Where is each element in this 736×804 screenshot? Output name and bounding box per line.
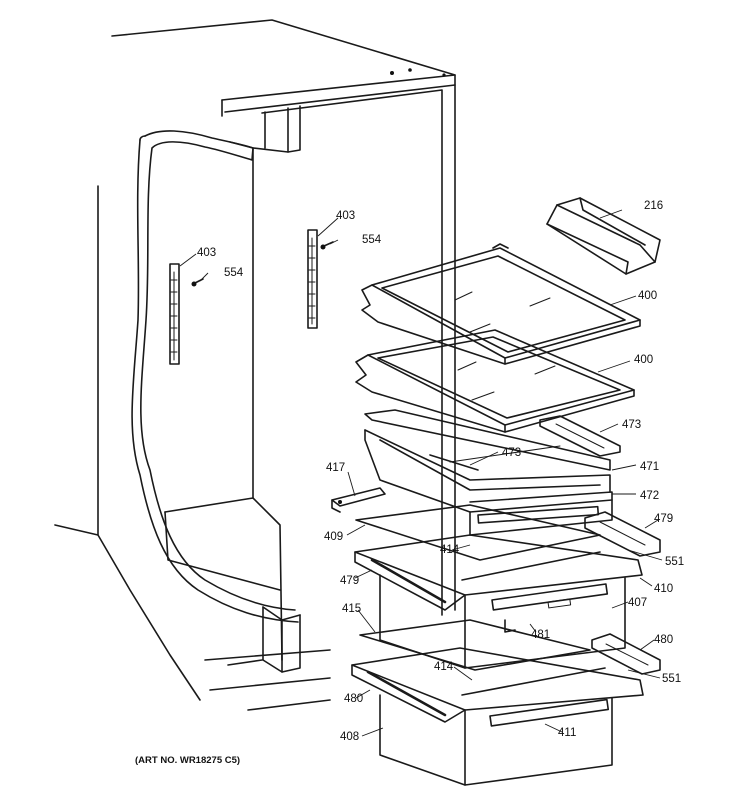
callout-403-left: 403 bbox=[197, 247, 216, 259]
slide-rail-417 bbox=[331, 487, 386, 513]
leader-lines bbox=[179, 209, 663, 737]
art-number: (ART NO. WR18275 C5) bbox=[135, 755, 240, 766]
crisper-cover-glass bbox=[355, 504, 601, 561]
glass-shelf-lower bbox=[355, 329, 635, 433]
callout-479-left: 479 bbox=[340, 575, 359, 587]
callout-216: 216 bbox=[644, 200, 663, 212]
callout-473-rail: 473 bbox=[622, 419, 641, 431]
slide-rail-479-right bbox=[584, 511, 661, 557]
callout-409: 409 bbox=[324, 531, 343, 543]
glass-shelf-upper bbox=[361, 243, 641, 365]
callout-408: 408 bbox=[340, 731, 359, 743]
callout-labels: 216 400 400 403 554 403 554 473 473 471 … bbox=[197, 200, 684, 743]
callout-479-right: 479 bbox=[654, 513, 673, 525]
callout-554-right: 554 bbox=[362, 234, 382, 246]
callout-415: 415 bbox=[342, 603, 361, 615]
callout-414-upper: 414 bbox=[440, 544, 460, 556]
callout-411: 411 bbox=[558, 727, 576, 739]
screw-icon bbox=[320, 241, 334, 250]
shelf-support-rail-right bbox=[307, 229, 318, 329]
callout-403-right: 403 bbox=[336, 210, 355, 222]
callout-400-upper: 400 bbox=[638, 290, 657, 302]
crisper-pan-assembly bbox=[364, 409, 613, 536]
callout-414-lower: 414 bbox=[434, 661, 454, 673]
callout-471: 471 bbox=[640, 461, 659, 473]
callout-554-left: 554 bbox=[224, 267, 244, 279]
shelf-support-rail-left bbox=[169, 263, 180, 365]
bottle-bin bbox=[546, 197, 661, 275]
drawer-cover-glass bbox=[359, 619, 591, 671]
callout-407: 407 bbox=[628, 597, 647, 609]
callout-551-lower: 551 bbox=[662, 673, 681, 685]
callout-410: 410 bbox=[654, 583, 673, 595]
slide-rail-480-right bbox=[591, 633, 661, 675]
drawer-lower bbox=[351, 647, 644, 786]
drawer-upper bbox=[354, 534, 643, 669]
callout-551-upper: 551 bbox=[665, 556, 684, 568]
callout-473-pan: 473 bbox=[502, 447, 521, 459]
callout-481: 481 bbox=[531, 629, 550, 641]
callout-417: 417 bbox=[326, 462, 345, 474]
cabinet-outline bbox=[54, 19, 456, 711]
slide-rail-473-upper bbox=[539, 415, 621, 457]
callout-480-left: 480 bbox=[344, 693, 363, 705]
callout-472: 472 bbox=[640, 490, 659, 502]
callout-480-right: 480 bbox=[654, 634, 673, 646]
callout-400-lower: 400 bbox=[634, 354, 653, 366]
